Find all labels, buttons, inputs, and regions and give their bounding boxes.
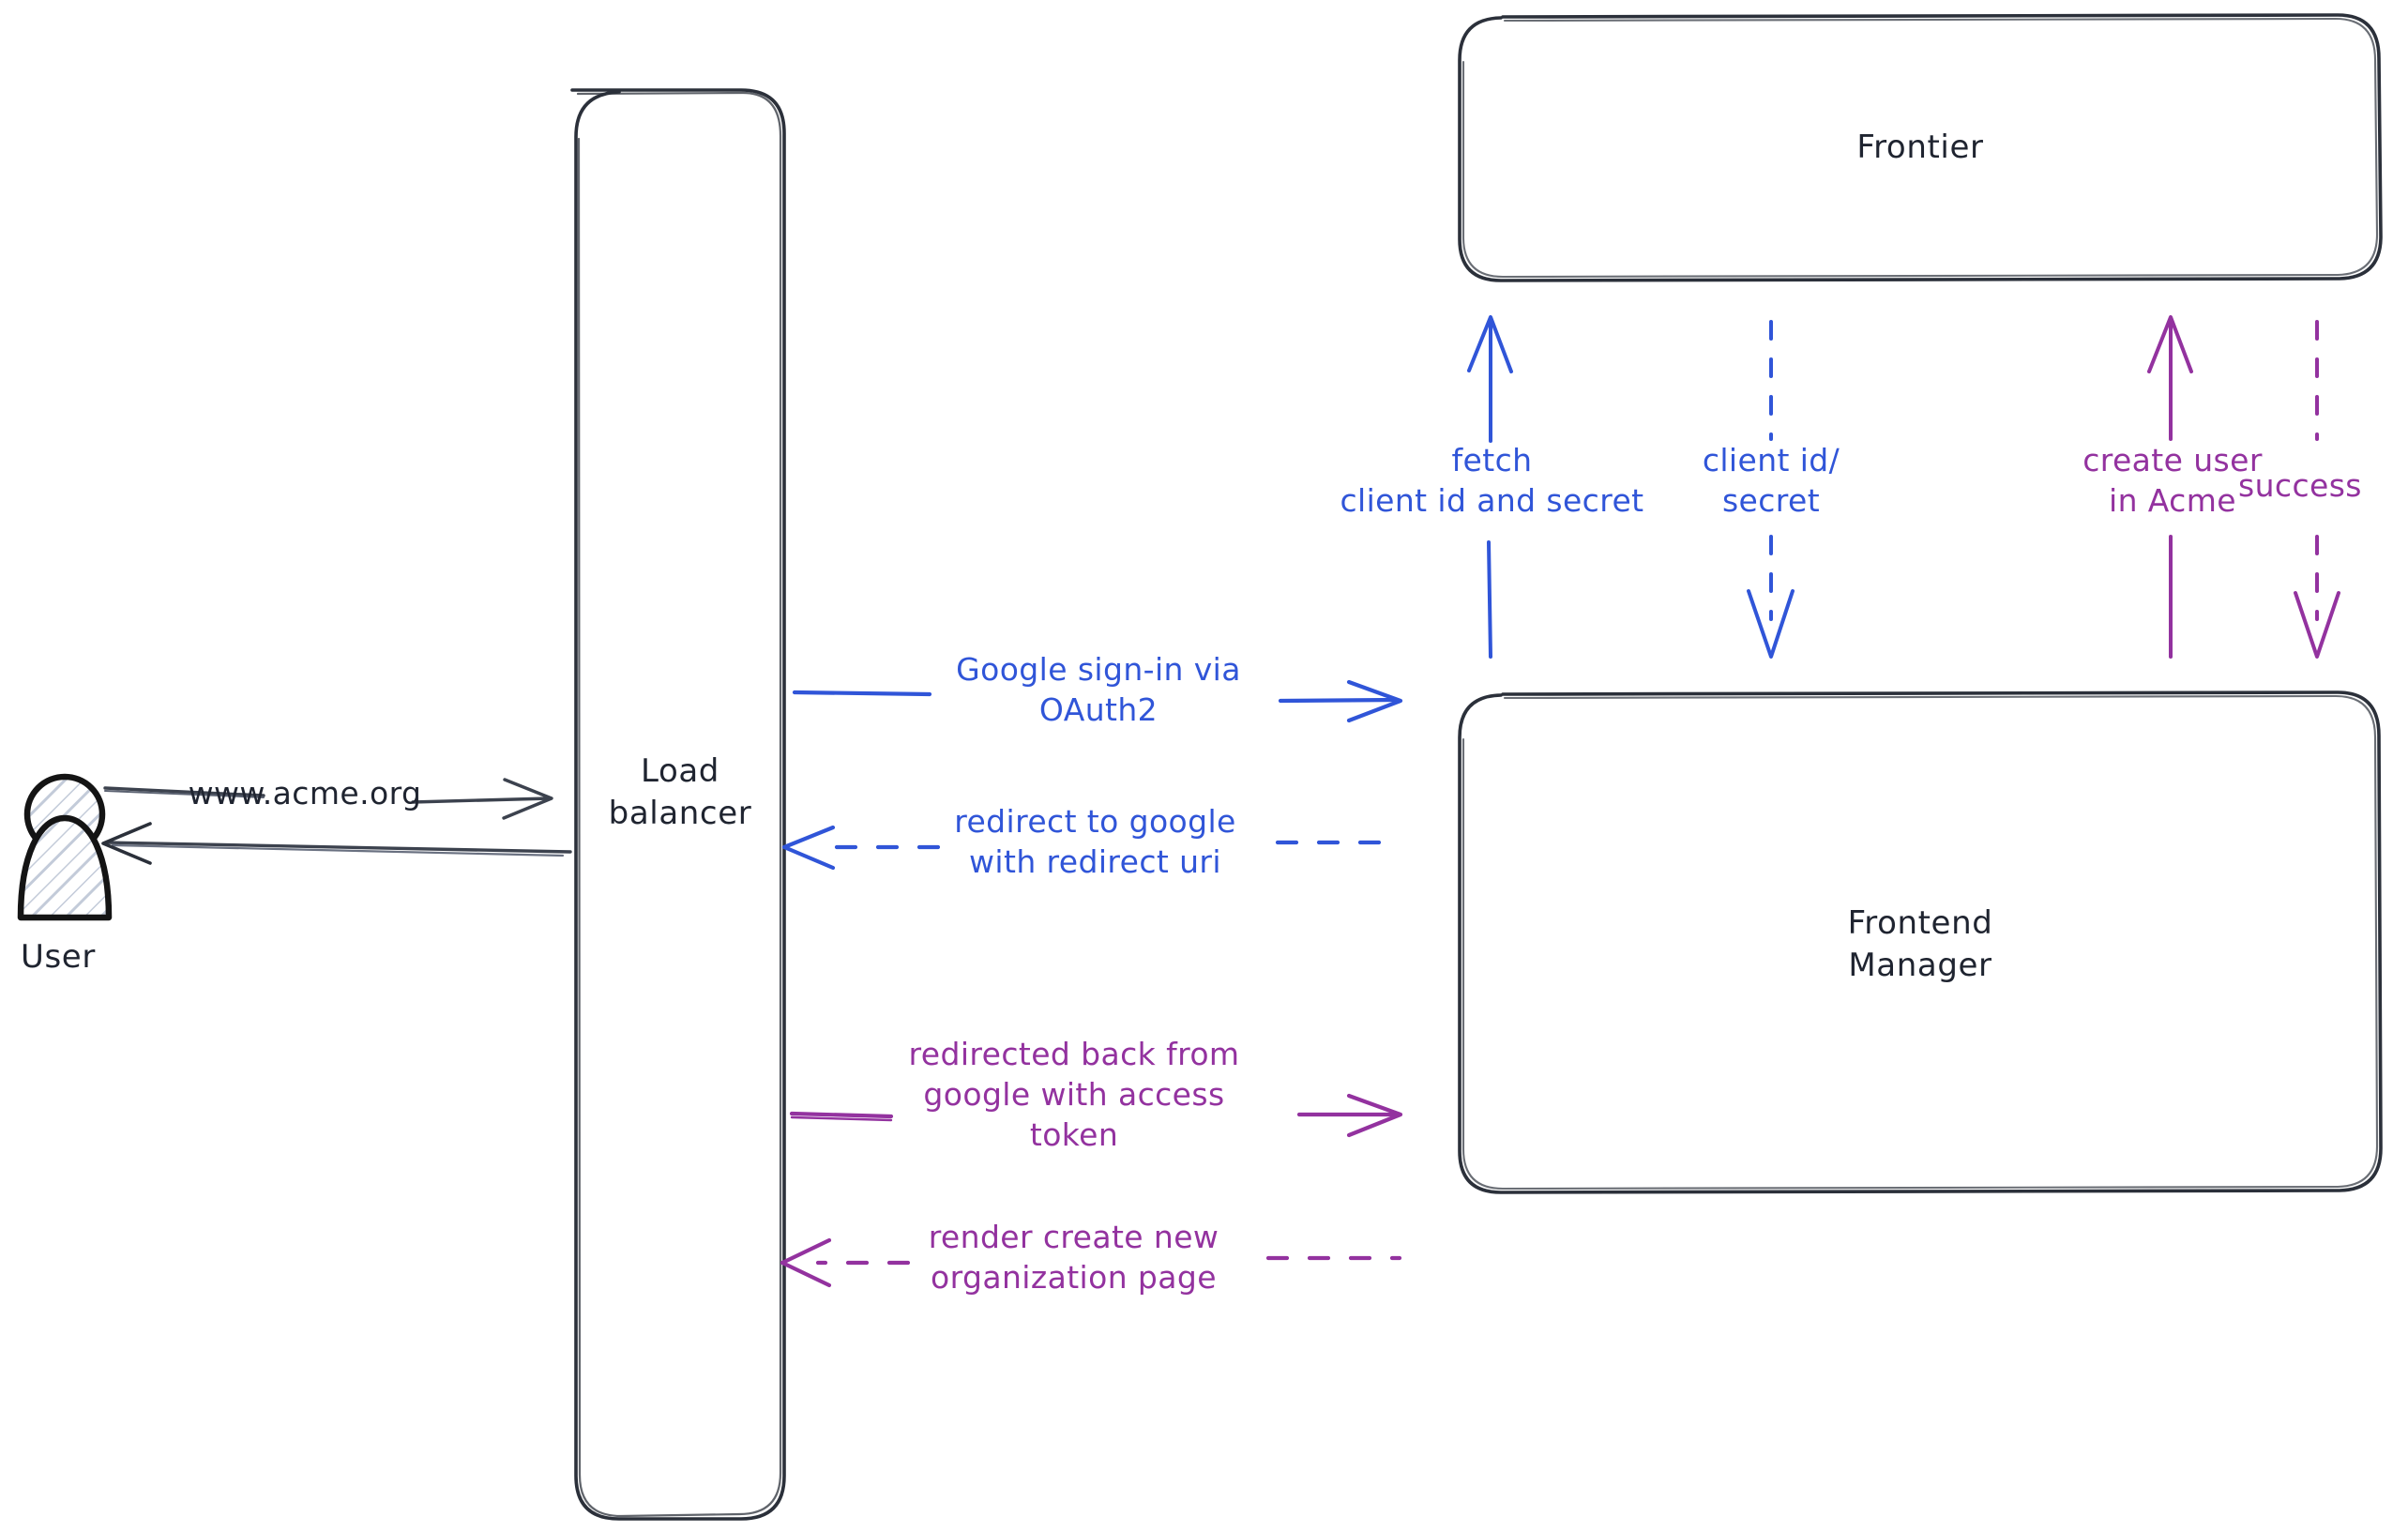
edge-redirected-back <box>789 1093 1403 1138</box>
edge-frontier-success <box>2294 320 2340 659</box>
edge-redirect-to-google <box>781 825 1403 871</box>
edge-frontier-fetch <box>1467 315 1513 659</box>
node-frontend-manager[interactable] <box>1458 690 2383 1194</box>
node-load-balancer[interactable] <box>570 88 786 1521</box>
edge-user-to-lb <box>103 778 553 820</box>
node-frontier[interactable] <box>1458 13 2383 282</box>
edge-frontier-client-secret <box>1747 320 1795 659</box>
user-figure-icon <box>17 773 113 921</box>
edge-render-create-org <box>780 1237 1402 1288</box>
edge-google-signin <box>792 679 1403 723</box>
edge-lb-to-user <box>101 822 572 865</box>
edge-frontier-create-user <box>2147 315 2193 659</box>
